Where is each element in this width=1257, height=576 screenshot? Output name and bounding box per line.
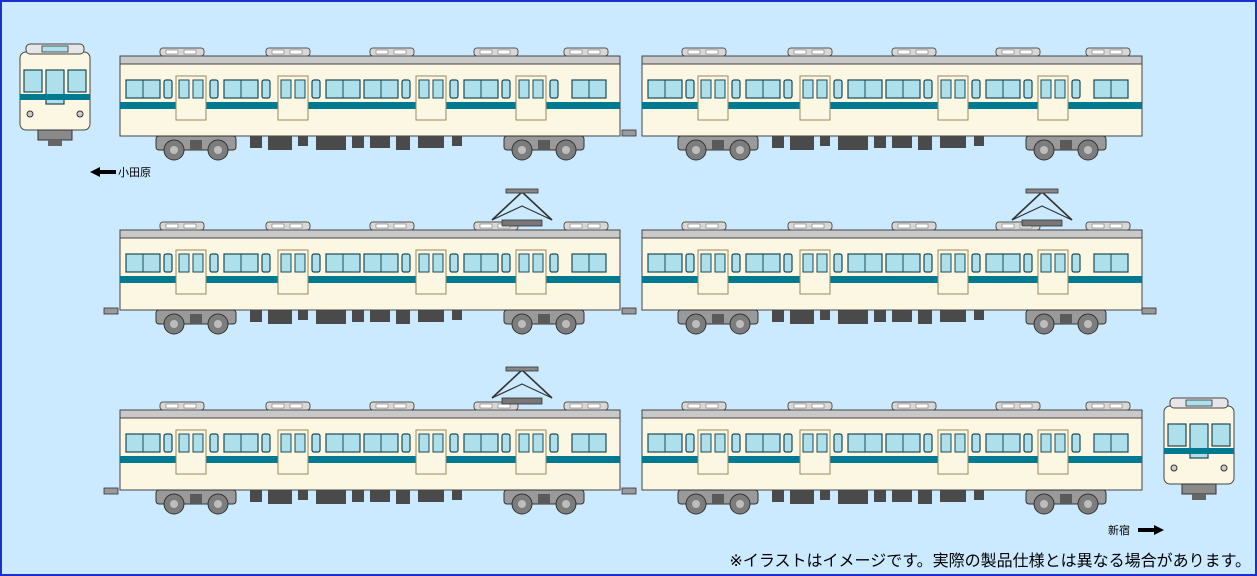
pantograph-car-3: [491, 188, 553, 227]
front-view-shinjuku-end: [1163, 397, 1235, 501]
car-5: [120, 402, 620, 514]
pantograph-car-4: [1011, 188, 1073, 227]
car-4: [642, 222, 1142, 334]
car-row-2: [103, 188, 1157, 334]
car-1: [120, 48, 620, 160]
odawara-direction-label: 小田原: [118, 166, 151, 179]
illustration-disclaimer: ※イラストはイメージです。実際の製品仕様とは異なる場合があります。: [729, 551, 1251, 570]
arrow-right-icon: [1138, 525, 1164, 535]
shinjuku-direction-label: 新宿: [1108, 524, 1130, 537]
car-row-3: [103, 366, 1142, 514]
pantograph-car-5: [491, 366, 553, 405]
arrow-left-icon: [90, 167, 116, 177]
car-row-1: [120, 48, 1142, 160]
car-2: [642, 48, 1142, 160]
car-6: [642, 402, 1142, 514]
car-3: [120, 222, 620, 334]
front-view-odawara-end: [19, 43, 91, 147]
